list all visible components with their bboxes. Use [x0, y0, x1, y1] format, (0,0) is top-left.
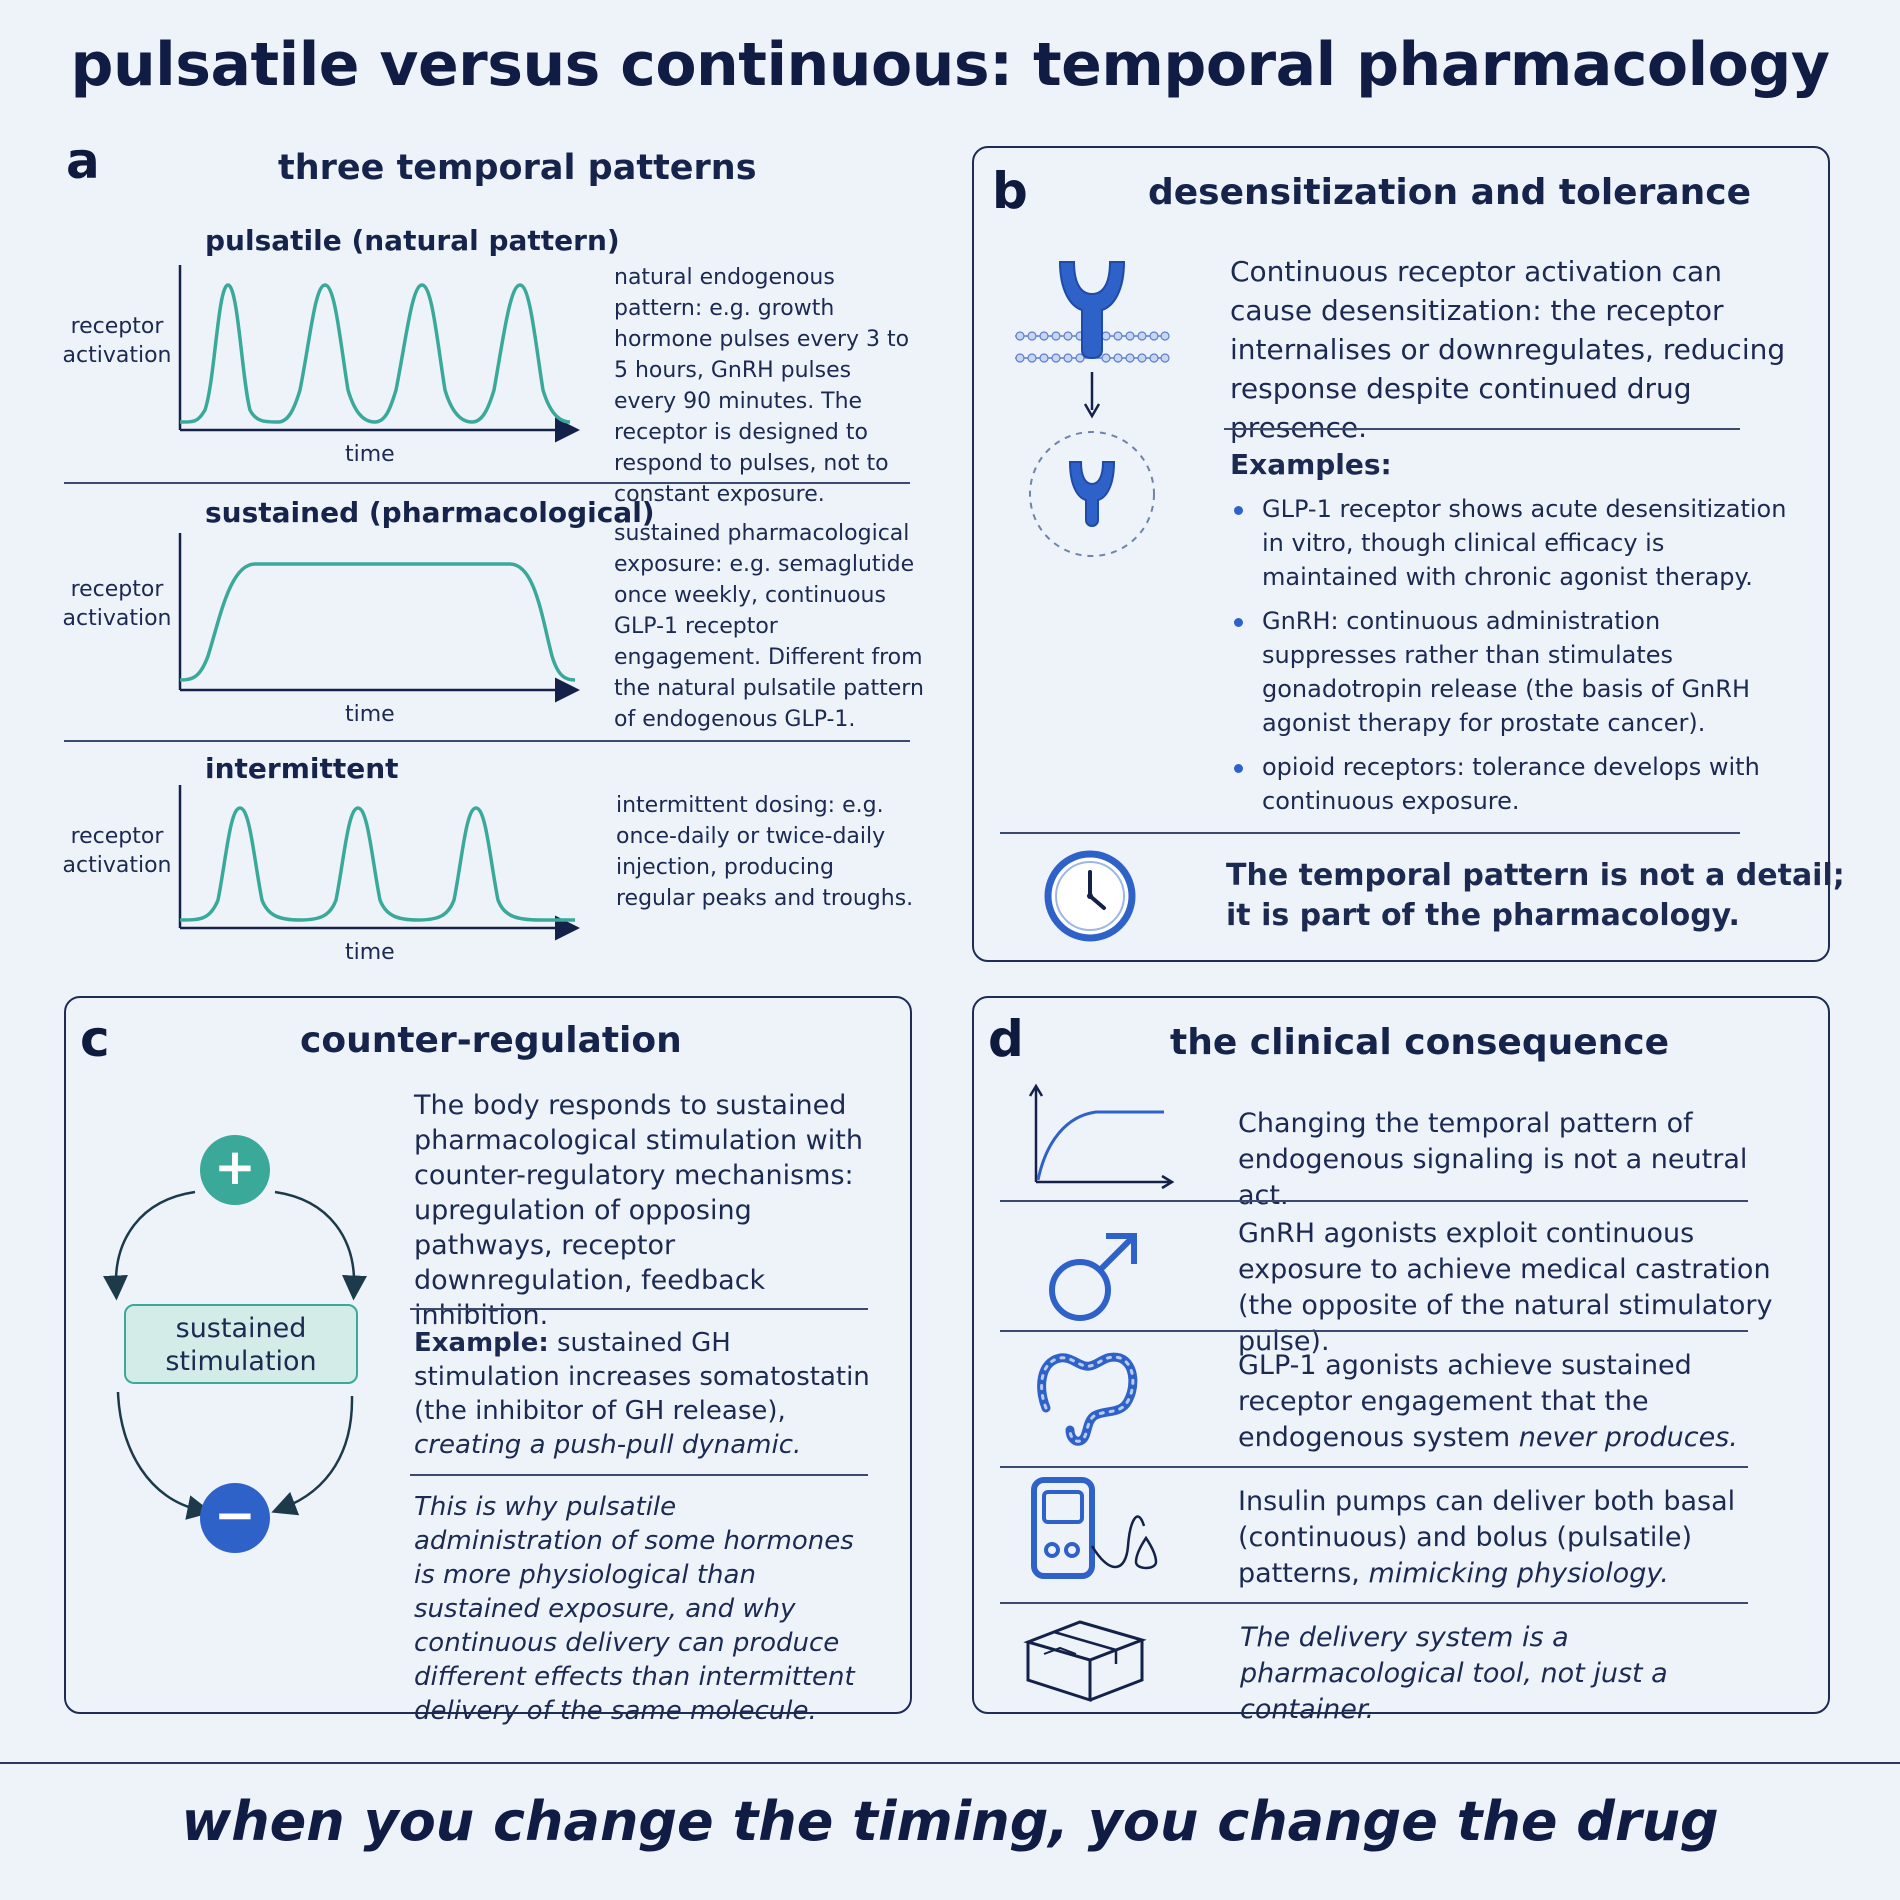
divider — [1000, 832, 1740, 834]
clinical-item-3: GLP-1 agonists achieve sustained recepto… — [1238, 1350, 1738, 1453]
plus-icon: + — [214, 1138, 256, 1196]
feedback-loop-diagram — [102, 1135, 368, 1553]
desensitization-intro: Continuous receptor activation can cause… — [1230, 255, 1786, 444]
list-item: GnRH: continuous administration suppress… — [1230, 604, 1790, 740]
panel-b-title: desensitization and tolerance — [1148, 172, 1752, 213]
divider — [64, 482, 910, 484]
intermittent-chart — [178, 785, 580, 941]
minus-icon: − — [214, 1486, 256, 1544]
list-item: GLP-1 receptor shows acute desensitizati… — [1230, 492, 1790, 594]
list-item: opioid receptors: tolerance develops wit… — [1230, 750, 1790, 818]
sustained-curve — [179, 562, 576, 682]
panel-a-title: three temporal patterns — [278, 148, 757, 188]
curve-icon — [1028, 1083, 1175, 1190]
intermittent-label: intermittent — [205, 752, 399, 785]
intermittent-description: intermittent dosing: e.g. once-daily or … — [616, 793, 914, 911]
insulin-pump-icon — [1031, 1477, 1158, 1579]
panel-c-title: counter-regulation — [300, 1020, 682, 1061]
divider — [1000, 1200, 1748, 1202]
intermittent-xlabel: time — [345, 940, 395, 965]
intermittent-curve — [179, 806, 575, 922]
sustained-stimulation-node: sustained stimulation — [124, 1304, 358, 1384]
receptor-membrane-icon — [1015, 261, 1170, 557]
sustained-label: sustained (pharmacological) — [205, 496, 655, 529]
page-title: pulsatile versus continuous: temporal ph… — [70, 30, 1830, 100]
clinical-item-2: GnRH agonists exploit continuous exposur… — [1238, 1218, 1773, 1357]
clock-icon — [1044, 850, 1136, 942]
divider — [1000, 1330, 1748, 1332]
examples-label: Examples: — [1230, 448, 1392, 481]
pulsatile-label: pulsatile (natural pattern) — [205, 224, 620, 257]
divider — [64, 740, 910, 742]
footer-divider — [0, 1762, 1900, 1764]
footer-tagline: when you change the timing, you change t… — [181, 1790, 1719, 1853]
sustained-xlabel: time — [345, 702, 395, 727]
divider — [1224, 428, 1740, 430]
divider — [410, 1308, 868, 1310]
panel-a-letter: a — [66, 132, 100, 190]
panel-d-title: the clinical consequence — [1170, 1022, 1670, 1063]
pulsatile-chart — [178, 265, 580, 443]
divider — [410, 1474, 868, 1476]
panel-b-letter: b — [992, 162, 1028, 220]
box-icon — [1023, 1620, 1147, 1703]
sustained-description: sustained pharmacological exposure: e.g.… — [614, 521, 924, 732]
counter-regulation-body: The body responds to sustained pharmacol… — [414, 1090, 863, 1331]
clinical-item-5: The delivery system is a pharmacological… — [1240, 1622, 1668, 1725]
clinical-item-4: Insulin pumps can deliver both basal (co… — [1238, 1486, 1736, 1589]
intestine-icon — [1037, 1352, 1138, 1446]
pulsatile-xlabel: time — [345, 442, 395, 467]
divider — [1000, 1466, 1748, 1468]
divider — [1000, 1602, 1748, 1604]
panel-c-letter: c — [80, 1010, 110, 1068]
male-symbol-icon — [1049, 1233, 1137, 1321]
pulsatile-description: natural endogenous pattern: e.g. growth … — [614, 265, 910, 507]
pulsatile-rationale: This is why pulsatile administration of … — [414, 1492, 855, 1726]
examples-list: GLP-1 receptor shows acute desensitizati… — [1230, 492, 1790, 828]
panel-d-letter: d — [988, 1010, 1024, 1068]
sustained-chart — [178, 533, 580, 703]
clinical-item-1: Changing the temporal pattern of endogen… — [1238, 1108, 1748, 1211]
gh-example: Example: sustained GH stimulation increa… — [414, 1328, 870, 1460]
pulsatile-curve — [179, 283, 571, 424]
temporal-conclusion: The temporal pattern is not a detail; it… — [1226, 858, 1845, 933]
